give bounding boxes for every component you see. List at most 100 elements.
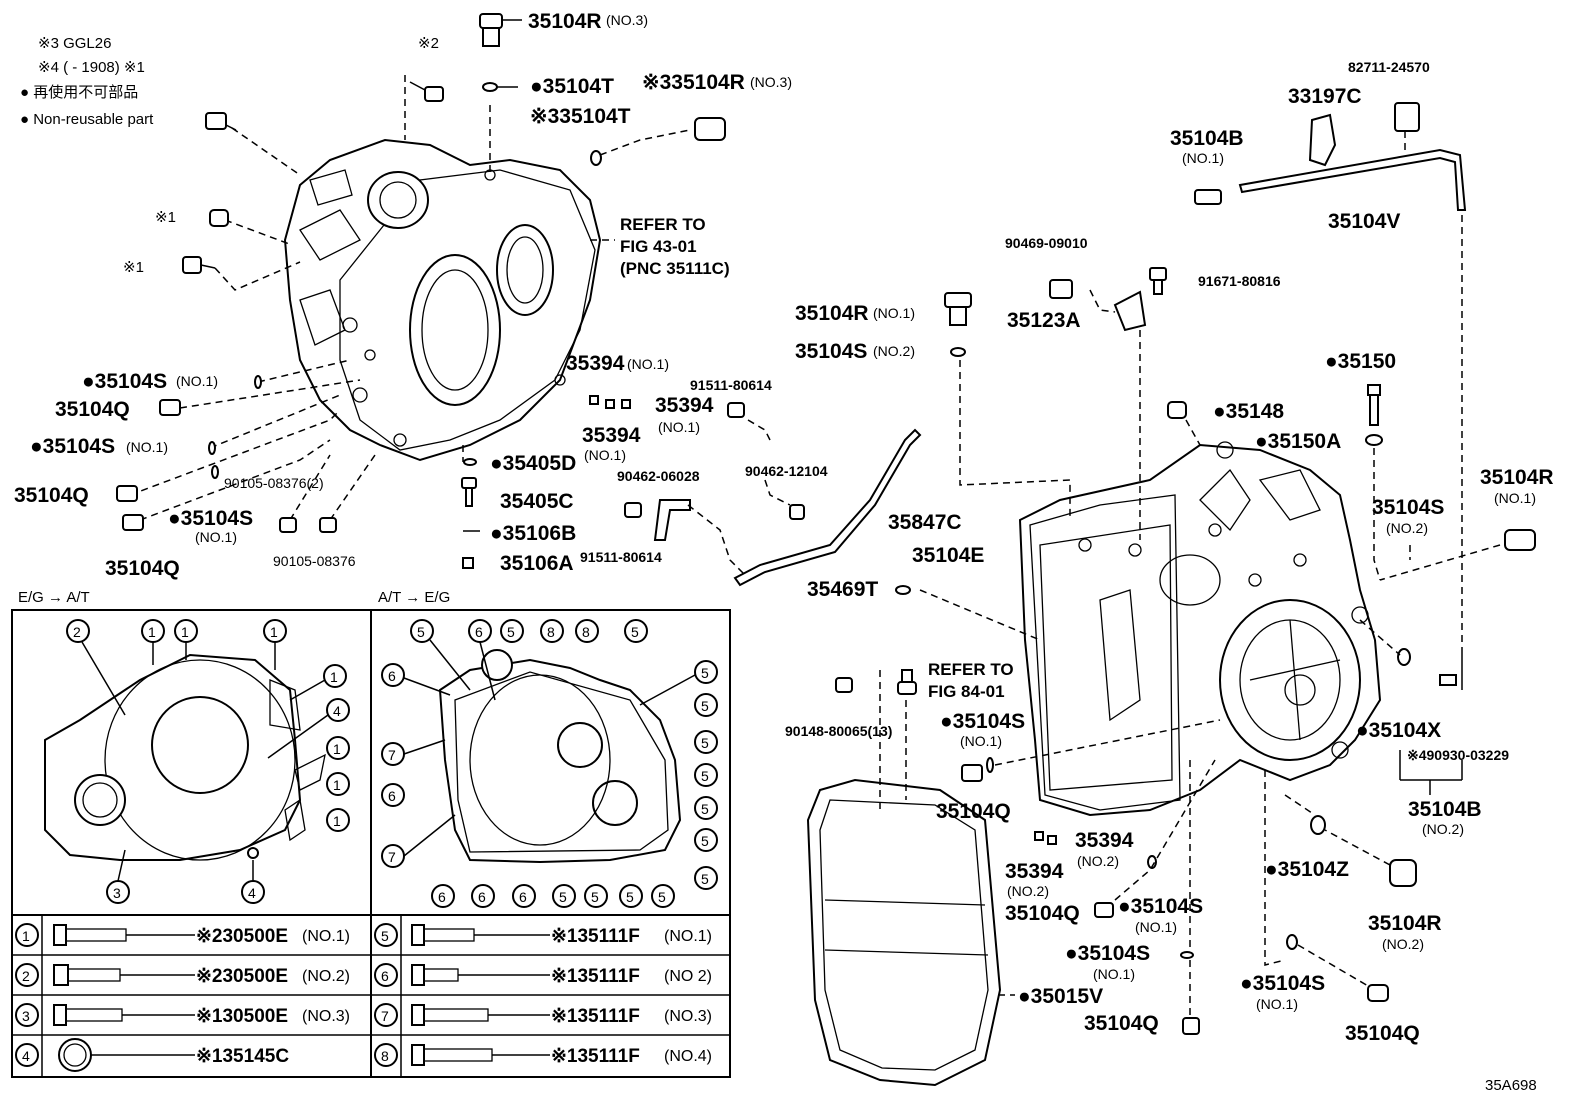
row3-part: ※130500E (196, 1006, 288, 1027)
label-35394-c: 35394 (582, 424, 641, 447)
svg-text:7: 7 (388, 747, 396, 763)
label-35104T-b: ※335104T (530, 105, 631, 128)
row6-part: ※135111F (551, 966, 640, 987)
plug-35104R-no3-b (694, 117, 726, 141)
svg-text:5: 5 (701, 768, 709, 784)
label-k1b: ※1 (123, 259, 144, 276)
svg-text:8: 8 (381, 1048, 389, 1064)
note-nonreusable-jp: ● 再使用不可部品 (20, 84, 138, 101)
svg-text:6: 6 (475, 624, 483, 640)
label-k2: ※2 (418, 35, 439, 52)
label-35104R-right-sub: (NO.1) (1494, 490, 1536, 506)
label-35150: ●35150 (1325, 350, 1396, 373)
table-row: 8 ※135111F (NO.4) (374, 1043, 712, 1067)
inset-right-markers: 5 6 5 8 8 5 6 5 5 5 5 5 5 5 7 6 7 6 6 6 … (381, 619, 718, 908)
note-nonreusable-en: ● Non-reusable part (20, 111, 154, 128)
label-35104S-right: 35104S (1372, 496, 1444, 519)
svg-text:8: 8 (582, 624, 590, 640)
tube-35104V (1238, 148, 1467, 211)
svg-text:6: 6 (438, 889, 446, 905)
label-35104S-f-sub: (NO.1) (1093, 966, 1135, 982)
row5-part: ※135111F (551, 926, 640, 947)
table-row: 5 ※135111F (NO.1) (374, 923, 712, 947)
clip-82711 (1394, 102, 1420, 132)
table-row: 1 ※230500E (NO.1) (15, 923, 350, 947)
svg-text:3: 3 (113, 885, 121, 901)
label-35104Q-a: 35104Q (55, 398, 130, 421)
plug-35148 (1167, 401, 1187, 419)
label-35394-b-sub: (NO.1) (658, 419, 700, 435)
bolt-90105-b (319, 517, 337, 533)
svg-text:6: 6 (388, 788, 396, 804)
bracket-90462 (653, 499, 691, 541)
row7-spec: (NO.3) (664, 1008, 712, 1025)
bolt-refer-84 (897, 669, 917, 695)
svg-text:8: 8 (547, 624, 555, 640)
table-row: 7 ※135111F (NO.3) (374, 1003, 712, 1027)
row8-part: ※135111F (551, 1046, 640, 1067)
label-90462-12: 90462-12104 (745, 463, 828, 479)
label-35394-a-sub: (NO.1) (627, 356, 669, 372)
bolt-91671 (1149, 267, 1167, 295)
inset-left-title: E/G → A/T (18, 589, 90, 606)
label-k1a: ※1 (155, 209, 176, 226)
label-490930: ※490930-03229 (1407, 747, 1509, 763)
label-35104B-no1: 35104B (1170, 127, 1244, 150)
label-35394-e-sub: (NO.2) (1007, 883, 1049, 899)
bolt-k1-top (205, 112, 237, 131)
plug-35104R-no1 (944, 292, 972, 326)
svg-text:1: 1 (181, 624, 189, 640)
label-35106B: ●35106B (490, 522, 576, 545)
label-refer-84-1: REFER TO (928, 660, 1014, 679)
row1-part: ※230500E (196, 926, 288, 947)
plug-35104R-no3 (479, 13, 522, 47)
label-35104Q-e: 35104Q (1005, 902, 1080, 925)
label-35106A: 35106A (500, 552, 574, 575)
label-35104E: 35104E (912, 544, 984, 567)
label-91511-a: 91511-80614 (690, 377, 772, 393)
svg-text:1: 1 (330, 669, 338, 685)
inset-left-markers: 2 1 1 1 1 4 1 1 1 3 4 (66, 619, 350, 904)
label-35104S-b-sub: (NO.1) (126, 439, 168, 455)
label-35104R-no2: 35104R (1368, 912, 1442, 935)
label-35104S-g: ●35104S (1240, 972, 1325, 995)
bolt-90148 (835, 677, 853, 693)
pipe-35847C (733, 428, 922, 587)
svg-text:5: 5 (701, 871, 709, 887)
label-35123A: 35123A (1007, 309, 1081, 332)
label-35104R-no3-top: 35104R (528, 10, 602, 33)
bolt-91511-b (624, 502, 642, 518)
diagram-code: 35A698 (1485, 1077, 1537, 1094)
label-35104R-no1: 35104R (795, 302, 869, 325)
label-35405D: ●35405D (490, 452, 576, 475)
table-row: 6 ※135111F (NO 2) (374, 963, 712, 987)
row8-spec: (NO.4) (664, 1048, 712, 1065)
label-35104S-no2: 35104S (795, 340, 867, 363)
inset-right-title: A/T → E/G (378, 589, 450, 606)
label-35469T: 35469T (807, 578, 878, 601)
row7-part: ※135111F (551, 1006, 640, 1027)
label-90105: 90105-08376 (273, 553, 356, 569)
label-refer-43-3: (PNC 35111C) (620, 259, 730, 278)
bracket-35123A (1113, 290, 1147, 332)
label-91671: 91671-80816 (1198, 273, 1281, 289)
label-35104S-b: ●35104S (30, 435, 115, 458)
label-35104S-a-sub: (NO.1) (176, 373, 218, 389)
label-35104R-no3-b-sub: (NO.3) (750, 74, 792, 90)
row2-part: ※230500E (196, 966, 288, 987)
svg-text:4: 4 (248, 885, 256, 901)
bolt-k1-low (182, 256, 216, 274)
svg-text:5: 5 (626, 889, 634, 905)
table-row: 2 ※230500E (NO.2) (15, 963, 350, 987)
label-35847C: 35847C (888, 511, 962, 534)
svg-text:6: 6 (388, 668, 396, 684)
svg-text:5: 5 (381, 928, 389, 944)
svg-text:5: 5 (701, 698, 709, 714)
svg-text:6: 6 (519, 889, 527, 905)
svg-text:5: 5 (591, 889, 599, 905)
label-35104B-no2-sub: (NO.2) (1422, 821, 1464, 837)
row1-spec: (NO.1) (302, 928, 350, 945)
svg-text:5: 5 (658, 889, 666, 905)
table-row: 4 ※135145C (15, 1038, 289, 1072)
